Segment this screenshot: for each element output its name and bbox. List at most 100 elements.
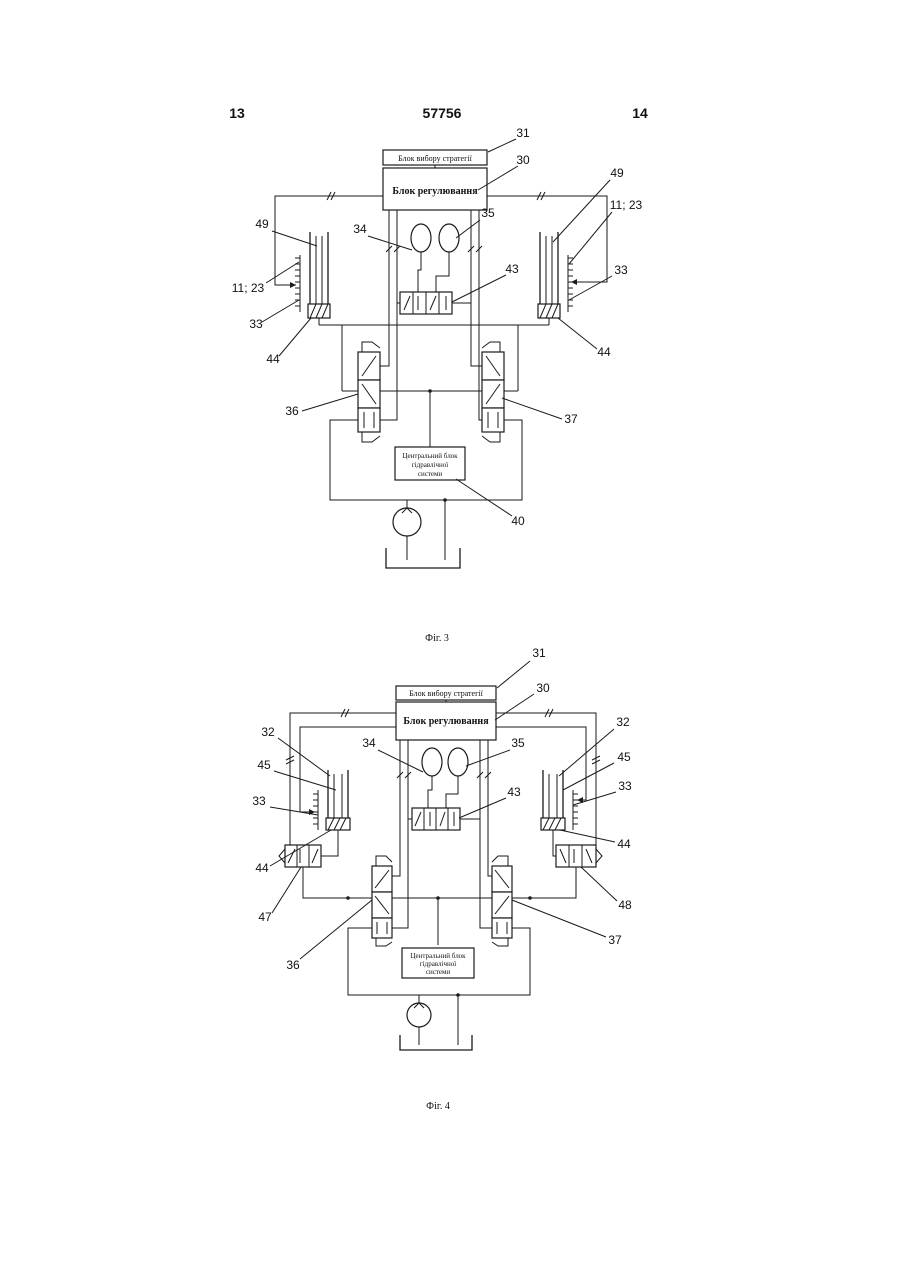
ref-label-33-right: 33 — [618, 779, 632, 793]
strategy-selection-block-label: Блок вибору стратегії — [409, 689, 483, 698]
figure-4: Блок вибору стратегії Блок регулювання — [252, 646, 632, 1112]
accumulator-34 — [422, 748, 442, 776]
valve-actuator — [376, 856, 392, 866]
ref-label-40: 40 — [511, 514, 525, 528]
tank — [386, 548, 460, 568]
valve-actuator — [362, 432, 380, 442]
ref-label-43: 43 — [505, 262, 519, 276]
accumulator-line — [418, 252, 421, 292]
line-break-mark — [477, 772, 491, 778]
valve-actuator — [492, 938, 508, 946]
ref-label-44-left: 44 — [266, 352, 280, 366]
control-line — [480, 740, 492, 928]
ref-label-45-left: 45 — [257, 758, 271, 772]
ref-label-36: 36 — [286, 958, 300, 972]
leader-line — [569, 276, 612, 300]
left-cylinder — [308, 232, 330, 325]
central-block-label-line2: гідравлічної — [412, 461, 448, 469]
ref-label-11-23-right: 11; 23 — [610, 198, 643, 212]
signal-line-left — [275, 196, 383, 285]
accumulator-34 — [411, 224, 431, 252]
line-break-mark — [386, 246, 400, 252]
valve-line — [303, 867, 348, 898]
strategy-selection-block-label: Блок вибору стратегії — [398, 154, 472, 163]
right-cylinder — [541, 770, 565, 830]
right-cylinder — [538, 232, 560, 325]
accumulator-line — [436, 252, 449, 292]
accumulator-line — [428, 776, 432, 808]
valve-actuator — [279, 849, 285, 863]
valve-actuator — [482, 432, 500, 442]
valve-line — [530, 867, 576, 898]
central-block-label-line3: системи — [418, 470, 443, 478]
control-block-label: Блок регулювання — [392, 186, 478, 197]
ref-label-37: 37 — [608, 933, 622, 947]
tank — [400, 1035, 472, 1050]
valve-body — [556, 845, 596, 867]
ref-label-30: 30 — [516, 153, 530, 167]
leader-line — [270, 807, 318, 815]
ref-label-44-left: 44 — [255, 861, 269, 875]
leader-line — [553, 180, 610, 242]
document-number: 57756 — [423, 105, 462, 121]
ref-label-33-left: 33 — [249, 317, 263, 331]
leader-line — [488, 139, 516, 152]
accumulator-line — [446, 776, 458, 808]
ref-label-33-right: 33 — [614, 263, 628, 277]
valve-actuator — [492, 856, 508, 866]
central-block-label-line1: Центральний блок — [402, 452, 458, 460]
accumulator-35 — [448, 748, 468, 776]
pump — [407, 1003, 431, 1027]
valve-actuator — [362, 342, 380, 352]
central-block-label-line2: гідравлічної — [420, 960, 456, 968]
valve-block-36 — [358, 342, 380, 442]
central-block-label-line3: системи — [426, 968, 451, 976]
position-sensor-scale-right — [573, 790, 578, 830]
ref-label-45-right: 45 — [617, 750, 631, 764]
line-break-mark — [397, 772, 411, 778]
valve-block-37 — [492, 856, 512, 946]
leader-line — [581, 867, 617, 901]
leader-line — [300, 900, 372, 959]
figure-caption: Фіг. 3 — [425, 633, 449, 644]
ref-label-44-right: 44 — [597, 345, 611, 359]
ref-label-32-left: 32 — [261, 725, 275, 739]
page-number-left: 13 — [229, 105, 245, 121]
leader-line — [456, 479, 512, 516]
ref-label-32-right: 32 — [616, 715, 630, 729]
ref-label-35: 35 — [481, 206, 495, 220]
ref-label-35: 35 — [511, 736, 525, 750]
leader-line — [512, 900, 606, 937]
valve-actuator — [596, 849, 602, 863]
ref-label-34: 34 — [362, 736, 376, 750]
central-block-label-line1: Центральний блок — [410, 952, 466, 960]
leader-line — [266, 262, 299, 283]
valve-cell — [372, 918, 392, 938]
valve-actuator — [376, 938, 392, 946]
control-line — [488, 740, 492, 876]
ref-label-49-right: 49 — [610, 166, 624, 180]
figure-3: Блок вибору стратегії Блок регулювання — [232, 126, 643, 644]
junction-dot — [443, 498, 447, 502]
leader-line — [495, 694, 534, 720]
valve-cell — [482, 408, 504, 432]
leader-line — [278, 738, 330, 776]
leader-line — [563, 763, 614, 790]
ref-label-11-23-left: 11; 23 — [232, 281, 265, 295]
left-cylinder — [326, 770, 350, 830]
junction-dot — [346, 896, 350, 900]
cylinder-base — [326, 818, 350, 830]
leader-line — [569, 212, 612, 264]
pump — [393, 508, 421, 536]
figure-caption: Фіг. 4 — [426, 1101, 450, 1112]
valve-body — [285, 845, 321, 867]
leader-line — [459, 798, 506, 818]
valve-block-36 — [372, 856, 392, 946]
ref-label-31: 31 — [516, 126, 530, 140]
ref-label-30: 30 — [536, 681, 550, 695]
ref-label-43: 43 — [507, 785, 521, 799]
leader-line — [502, 398, 562, 419]
valve-block-37 — [482, 342, 504, 442]
leader-line — [302, 394, 358, 411]
